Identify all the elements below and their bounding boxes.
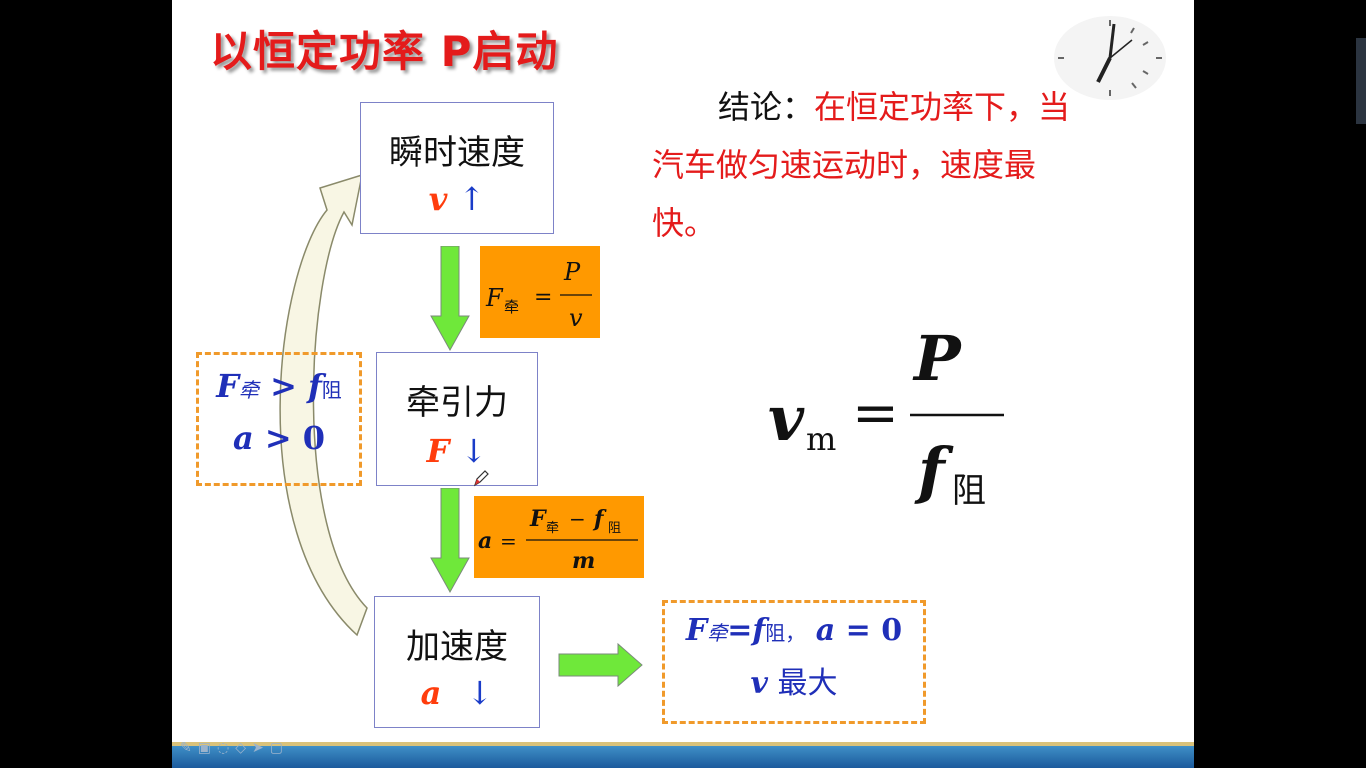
pen-cursor-icon <box>473 470 489 487</box>
down-small-arrow-icon: ↓ <box>460 432 488 470</box>
slide-title: 以恒定功率 P启动 <box>210 27 559 76</box>
formula1-den: v <box>569 304 583 332</box>
conclusion-prefix: 结论： <box>718 88 815 126</box>
slides-icon[interactable]: ▣ <box>197 740 217 756</box>
velocity-symbol: v ↑ <box>361 180 553 218</box>
formula2-eq: = <box>500 529 517 553</box>
acceleration-var: a <box>420 674 442 712</box>
traction-box: 牵引力 F ↓ <box>376 352 538 486</box>
acceleration-symbol: a ↓ <box>375 674 539 712</box>
traction-var: F <box>426 432 450 470</box>
formula2-numf: f <box>592 506 607 532</box>
vmax-densub: 阻 <box>952 471 986 511</box>
vmax-num: P <box>912 322 963 395</box>
right-Fsub: 牵 <box>707 621 728 645</box>
up-arrow-icon: ↑ <box>458 180 486 218</box>
right-a: a <box>815 613 836 648</box>
pointer-icon[interactable]: ➤ <box>251 740 270 756</box>
velocity-label: 瞬时速度 <box>389 133 525 173</box>
side-panel-edge <box>1356 38 1366 124</box>
right-a-rel: = 0 <box>845 613 903 648</box>
vmax-vsub: m <box>806 420 836 458</box>
right-f: f <box>752 613 766 648</box>
velocity-var: v <box>428 180 448 218</box>
left-a-rel: > 0 <box>264 419 326 457</box>
formula2-numfsub: 阻 <box>608 521 621 536</box>
acceleration-box: 加速度 a ↓ <box>374 596 540 728</box>
left-F: F <box>216 367 239 405</box>
traction-label: 牵引力 <box>406 383 508 423</box>
formula2-numFsub: 牵 <box>546 521 559 536</box>
down-arrow-icon <box>430 246 470 352</box>
left-condition-line1: F牵 > f阻 <box>199 367 359 405</box>
pen-tool-icon[interactable]: ✎ <box>180 740 198 756</box>
slide: 以恒定功率 P启动 瞬时速度 v ↑ F 牵 = P <box>172 0 1194 768</box>
left-gt: > <box>270 367 297 405</box>
right-vmax: 最大 <box>777 666 838 701</box>
traction-symbol: F ↓ <box>377 432 537 470</box>
vmax-den: f <box>914 434 954 507</box>
left-condition-line2: a > 0 <box>199 419 359 457</box>
right-condition-line1: F牵=f阻， a = 0 <box>665 613 923 648</box>
formula2-lhs: a <box>478 528 492 554</box>
left-condition-box: F牵 > f阻 a > 0 <box>196 352 362 486</box>
velocity-box: 瞬时速度 v ↑ <box>360 102 554 234</box>
left-f: f <box>308 367 322 405</box>
screen-icon[interactable]: ▢ <box>269 740 289 756</box>
down-small-arrow-icon-2: ↓ <box>466 674 494 712</box>
traction-formula: F 牵 = P v <box>480 246 600 338</box>
vmax-formula: v m = P f 阻 <box>768 322 1004 511</box>
eraser-icon[interactable]: ◇ <box>235 740 252 756</box>
right-v: v <box>750 666 768 701</box>
right-eq: = <box>727 613 753 648</box>
feedback-curved-arrow <box>279 173 368 637</box>
left-a: a <box>232 419 254 457</box>
footer-bar <box>172 746 1194 768</box>
acceleration-label: 加速度 <box>406 627 508 667</box>
down-arrow-icon-2 <box>430 488 470 594</box>
right-condition-line2: v 最大 <box>665 658 923 702</box>
formula1-sub: 牵 <box>504 298 519 316</box>
left-Fsub: 牵 <box>238 378 259 402</box>
formula1-lhs: F <box>485 284 504 312</box>
clock-icon <box>1054 16 1166 100</box>
right-arrow-icon <box>558 642 643 688</box>
highlighter-icon[interactable]: ◌ <box>216 740 236 756</box>
vmax-eq: = <box>852 381 899 446</box>
formula1-num: P <box>563 258 581 286</box>
conclusion-text: 结论：在恒定功率下，当汽车做匀速运动时，速度最快。 <box>652 78 1092 252</box>
formula1-eq: = <box>534 285 552 310</box>
formula2-den: m <box>572 548 595 574</box>
right-fsub: 阻， <box>765 621 806 645</box>
acceleration-formula: a = F 牵 − f 阻 m <box>474 496 644 578</box>
conclusion-body: 在恒定功率下，当汽车做匀速运动时，速度最快。 <box>652 88 1071 242</box>
right-F: F <box>685 613 708 648</box>
vmax-v: v <box>768 382 805 455</box>
footer-divider <box>172 742 1194 746</box>
right-condition-box: F牵=f阻， a = 0 v 最大 <box>662 600 926 724</box>
left-fsub: 阻 <box>321 378 342 402</box>
formula2-minus: − <box>569 507 586 531</box>
slideshow-toolbar[interactable]: ✎▣◌◇➤▢ <box>180 740 289 756</box>
formula2-numF: F <box>529 506 547 532</box>
